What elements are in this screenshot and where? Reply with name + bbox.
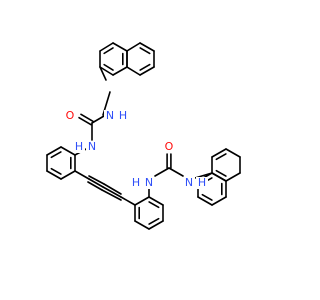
- naphthalene-top-ring-b-bond: [139, 42, 155, 52]
- naphthalene-top-ring-a-bond: [99, 66, 114, 76]
- bond-n-naphthyl-top: [99, 66, 107, 81]
- naphthalene-top-ring-a-double-bond: [103, 63, 114, 71]
- bond-c-nh-bottom: [168, 167, 184, 177]
- atom-label-background: [86, 141, 98, 153]
- alkyne-bond: [101, 189, 122, 201]
- atom-label-background: [196, 177, 208, 189]
- atom-label-background: [183, 177, 195, 189]
- bond-alkyne-phenyl: [120, 196, 136, 206]
- naphthalene-top-ring-a-bond: [112, 66, 128, 76]
- naphthalene-top-ring-a-bond: [112, 42, 128, 52]
- atom-label-n1: N: [106, 109, 114, 122]
- naphthalene-bottom-ring-a-double-bond: [215, 169, 227, 177]
- carbonyl-bond-top: [78, 116, 92, 126]
- naphthalene-bottom-ring-b-bond: [211, 196, 227, 206]
- phenyl-left-ring-double-bond: [50, 151, 62, 159]
- naphthalene-top-ring-b-double-bond: [139, 47, 151, 55]
- atom-label-h3: H: [132, 176, 140, 189]
- naphthalene-bottom-ring-b-double-bond: [201, 193, 213, 201]
- atom-label-background: [163, 141, 175, 153]
- phenyl-right-ring-bond: [134, 196, 150, 206]
- atom-label-n3: N: [145, 176, 153, 189]
- atom-label-n4: N: [185, 176, 193, 189]
- carbonyl-bond-top: [80, 113, 94, 123]
- atom-label-n2: N: [88, 140, 96, 153]
- atom-label-background: [104, 110, 116, 122]
- background: [0, 0, 300, 300]
- atom-label-h2: H: [75, 140, 83, 153]
- naphthalene-top-ring-a-bond: [99, 42, 114, 52]
- phenyl-left-ring-double-bond: [50, 167, 62, 175]
- atom-label-h4: H: [198, 176, 206, 189]
- phenyl-right-ring-bond: [148, 196, 164, 206]
- naphthalene-top-ring-b-double-bond: [139, 63, 151, 71]
- atom-label-o1: O: [66, 109, 75, 122]
- phenyl-left-ring-bond: [46, 170, 62, 180]
- atom-label-background: [64, 110, 76, 122]
- naphthalene-bottom-ring-b-bond: [211, 172, 227, 182]
- bond-layer: [46, 42, 241, 230]
- naphthalene-top-ring-b-bond: [126, 42, 141, 52]
- naphthalene-top-ring-b-bond: [139, 66, 155, 76]
- alkyne-bond: [87, 181, 103, 191]
- phenyl-right-ring-bond: [148, 220, 164, 230]
- bond-phenyl-alkyne: [74, 170, 90, 180]
- alkyne-bond: [103, 183, 122, 195]
- phenyl-right-ring-bond: [134, 220, 150, 230]
- atom-label-o2: O: [165, 140, 174, 153]
- atom-label-h1: H: [119, 109, 127, 122]
- bond-c-nh-top-b: [91, 115, 105, 124]
- atom-label-background: [130, 177, 142, 189]
- phenyl-right-ring-double-bond: [148, 217, 160, 225]
- naphthalene-bottom-ring-a-bond: [225, 172, 241, 182]
- alkyne-bond: [88, 175, 105, 185]
- naphthalene-top-ring-b-bond: [126, 66, 141, 76]
- phenyl-left-ring-bond: [60, 146, 76, 156]
- naphthalene-top-ring-a-double-bond: [103, 47, 114, 55]
- phenyl-left-ring-bond: [46, 146, 62, 156]
- phenyl-left-ring-bond: [60, 170, 76, 180]
- alkyne-bond: [102, 186, 122, 198]
- atom-label-background: [73, 141, 85, 153]
- bond-nh-c-bottom: [154, 167, 170, 177]
- naphthalene-bottom-ring-a-bond: [211, 148, 227, 158]
- naphthalene-bottom-ring-a-double-bond: [215, 153, 227, 161]
- atom-label-background: [117, 110, 129, 122]
- phenyl-right-ring-double-bond: [148, 201, 160, 209]
- naphthalene-bottom-ring-a-bond: [225, 148, 241, 158]
- alkyne-bond: [88, 178, 104, 188]
- atom-label-background: [143, 177, 155, 189]
- naphthalene-bottom-ring-b-bond: [197, 196, 213, 206]
